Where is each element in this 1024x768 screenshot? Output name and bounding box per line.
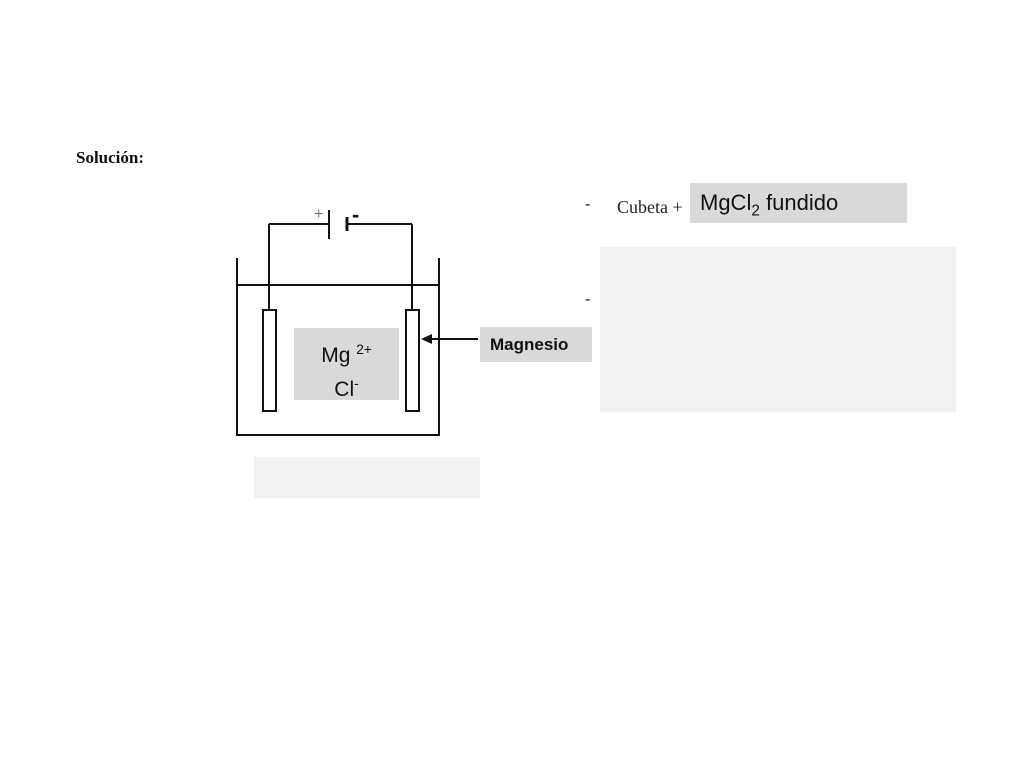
battery-plus-sign: + [314, 204, 324, 223]
magnesium-ion: Mg 2+ [321, 342, 372, 367]
anode-electrode [262, 309, 277, 412]
magnesium-electrode-label: Magnesio [480, 327, 592, 362]
cathode-electrode [405, 309, 420, 412]
ions-label-box: Mg 2+ Cl- [294, 328, 399, 401]
electrode-arrowhead [421, 334, 432, 344]
answer-blank-box [600, 247, 956, 412]
caption-blank-box [254, 457, 480, 498]
chloride-ion: Cl- [334, 376, 359, 401]
list-item-1-answer: MgCl2 fundido [690, 183, 907, 223]
list-item-1-text: Cubeta + [617, 197, 683, 217]
list-bullet-2: - [585, 291, 591, 308]
section-title: Solución: [76, 148, 145, 167]
battery-minus-sign: - [352, 202, 359, 227]
cell-container [236, 258, 440, 436]
list-bullet-1: - [585, 196, 591, 213]
